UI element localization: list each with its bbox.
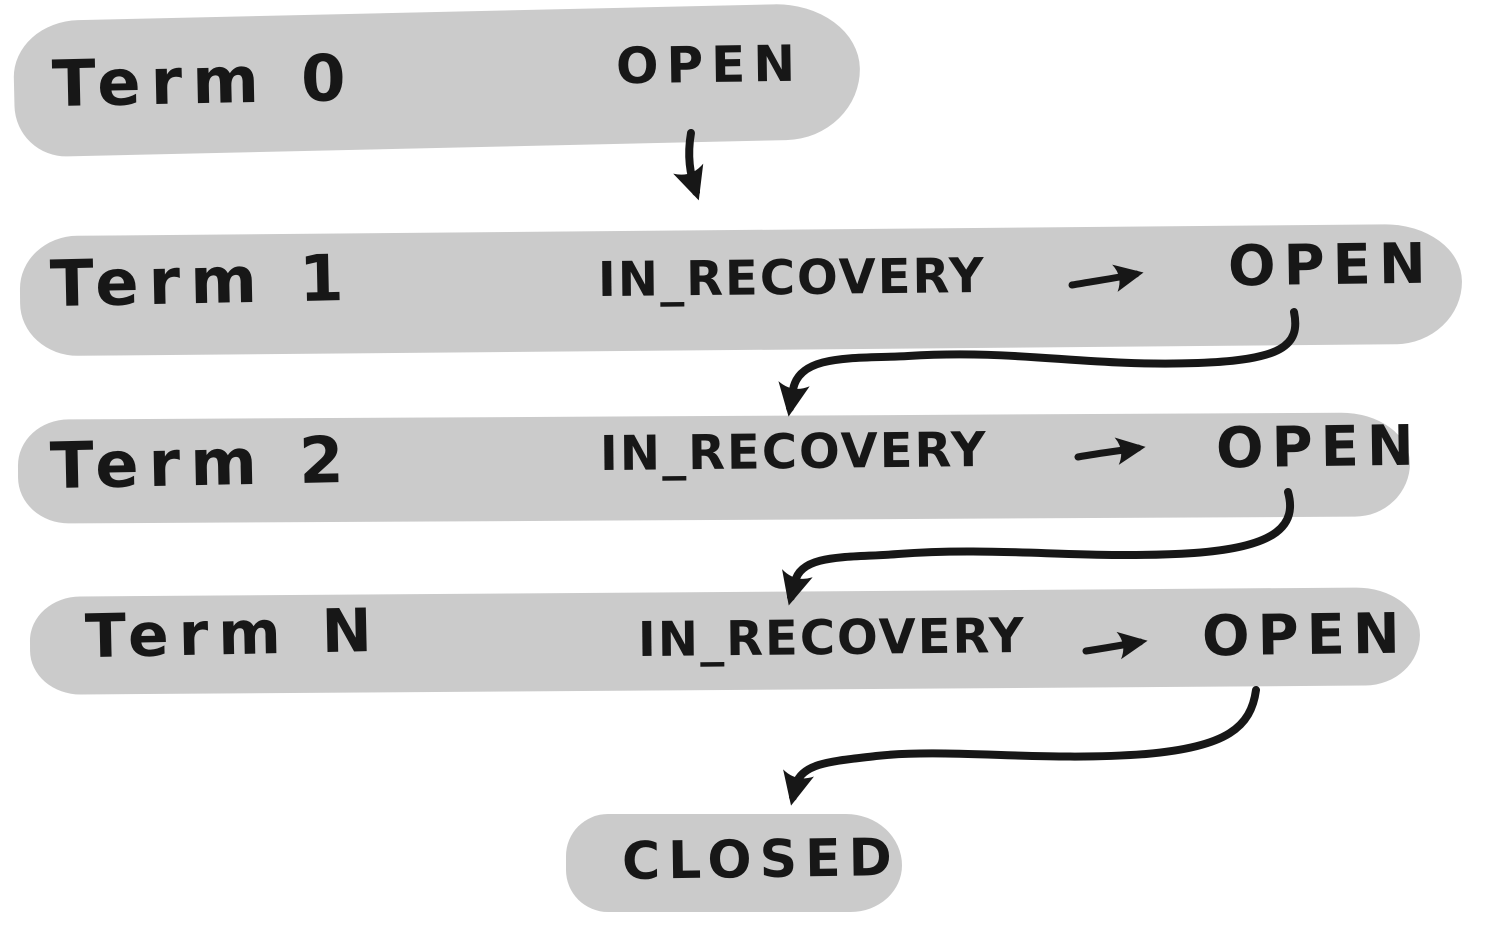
term-1-state-in-recovery: IN_RECOVERY — [597, 247, 986, 309]
arrow-termN-open-to-closed — [783, 686, 1260, 806]
term-2-label: Term 2 — [49, 423, 355, 505]
highlight-band-closed — [566, 814, 902, 912]
term-2-state-in-recovery: IN_RECOVERY — [599, 421, 988, 483]
term-n-state-open: OPEN — [1201, 601, 1409, 670]
term-0-label: Term 0 — [51, 41, 357, 123]
term-0-state-open: OPEN — [615, 34, 804, 96]
term-n-label: Term N — [84, 595, 383, 673]
term-n-state-in-recovery: IN_RECOVERY — [637, 607, 1026, 669]
term-2-state-open: OPEN — [1215, 413, 1423, 482]
closed-state-label: CLOSED — [621, 828, 901, 892]
term-1-state-open: OPEN — [1227, 231, 1435, 300]
term-1-label: Term 1 — [49, 241, 355, 323]
